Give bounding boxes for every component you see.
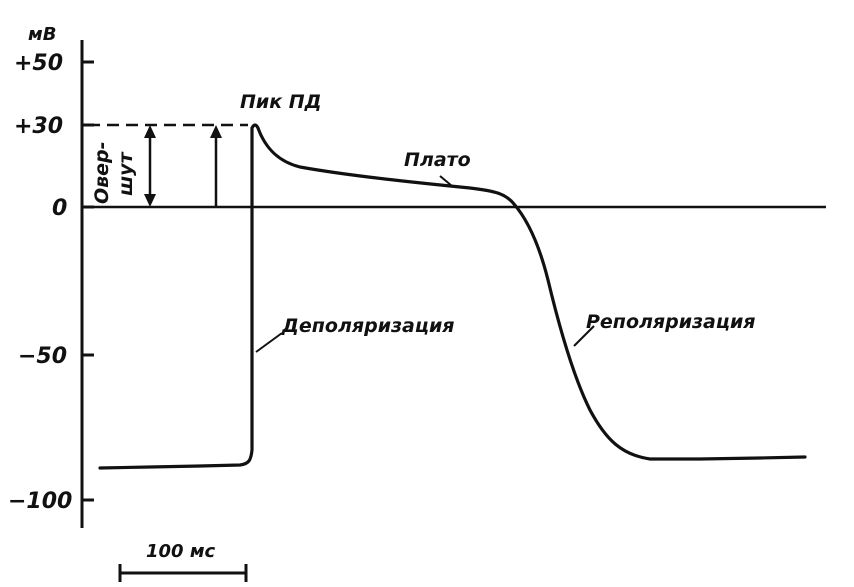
overshoot-label: Овер- шут [91,141,137,204]
overshoot-label-line2: шут [115,151,137,196]
repolarization-leader [573,325,595,347]
peak-label: Пик ПД [240,91,322,113]
action-potential-curve [98,123,807,470]
depolarization-leader [255,332,283,353]
y-tick-label-minus100: −100 [8,489,72,514]
y-unit-label: мВ [28,24,56,45]
y-tick-label-plus30: +30 [14,114,63,139]
scale-bar-label: 100 мс [146,541,216,562]
plateau-leader [439,175,453,187]
depolarization-label: Деполяризация [281,315,454,337]
overshoot-arrowhead-up [144,125,156,138]
y-tick-label-plus50: +50 [14,51,63,76]
overshoot-arrowhead-down [144,194,156,207]
plateau-label: Плато [404,149,471,171]
overshoot-label-line1: Овер- [91,141,113,204]
peak-arrowhead-up [210,125,222,138]
repolarization-label: Реполяризация [586,311,755,333]
y-tick-label-minus50: −50 [18,344,67,369]
y-tick-label-zero: 0 [52,196,67,221]
